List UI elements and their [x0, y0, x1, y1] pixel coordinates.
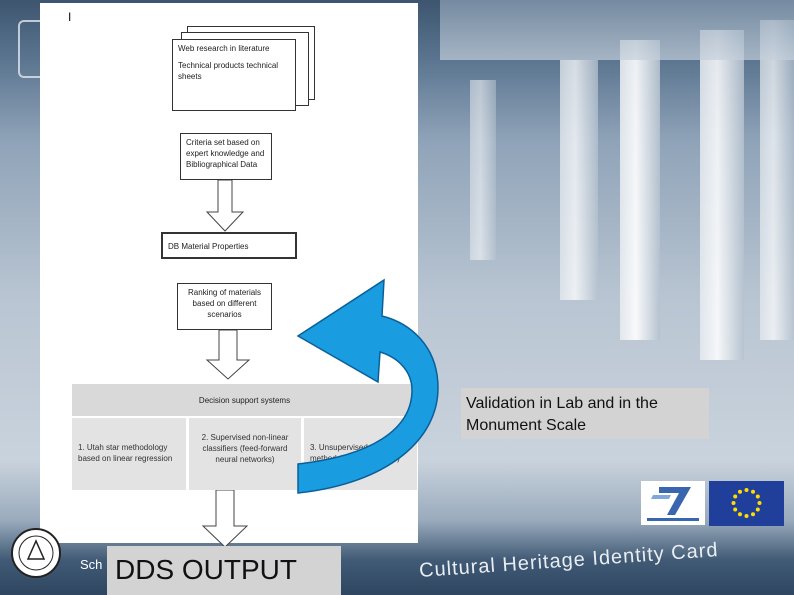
- fp7-logo-icon: [641, 481, 705, 525]
- curved-arrow-icon: [296, 278, 439, 494]
- university-seal-icon: [11, 528, 61, 578]
- decision-support-header: Decision support systems: [72, 384, 417, 416]
- method-neural-networks: 2. Supervised non-linear classifiers (fe…: [189, 418, 301, 490]
- literature-documents-box: Web research in literature Technical pro…: [172, 39, 296, 111]
- validation-callout: Validation in Lab and in the Monument Sc…: [461, 388, 709, 439]
- eu-flag-icon: [709, 481, 784, 526]
- down-arrow-icon: [205, 180, 245, 232]
- footer-sch-text: Sch: [80, 557, 103, 572]
- method-utah-star: 1. Utah star methodology based on linear…: [72, 418, 186, 490]
- ranking-box: Ranking of materials based on different …: [177, 283, 272, 330]
- db-material-box: DB Material Properties: [161, 232, 297, 259]
- top-mark: I: [68, 10, 72, 24]
- criteria-box: Criteria set based on expert knowledge a…: [180, 133, 272, 180]
- dds-output-callout: DDS OUTPUT: [107, 546, 341, 595]
- down-arrow-icon: [205, 330, 251, 380]
- doc-line-2: Technical products technical sheets: [178, 61, 279, 81]
- down-arrow-icon: [201, 490, 249, 548]
- doc-line-1: Web research in literature: [178, 44, 270, 53]
